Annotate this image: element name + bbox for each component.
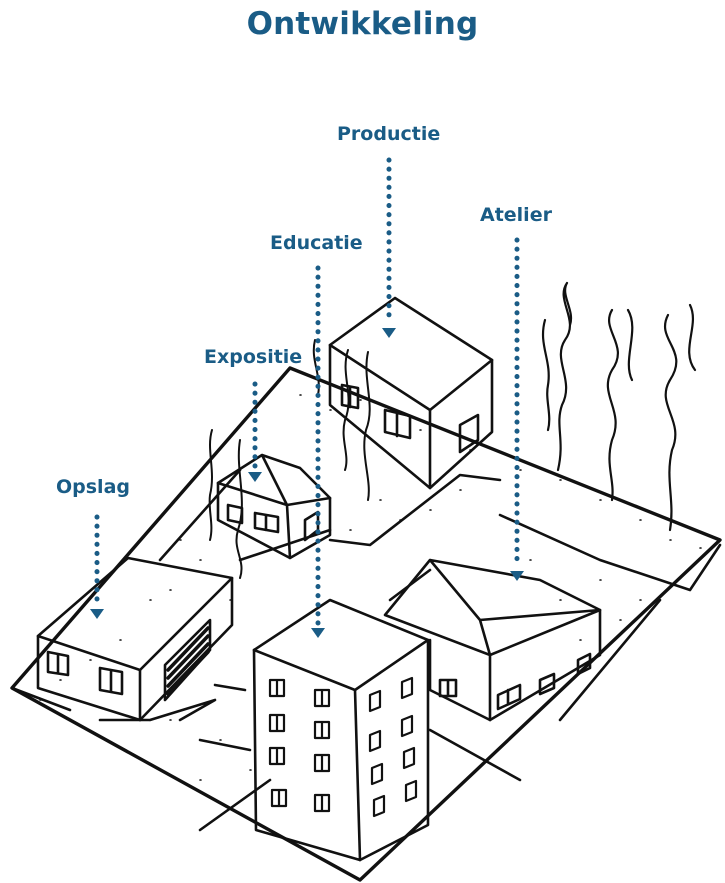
site-outline [10,366,722,882]
gravel-texture [39,394,702,781]
arrow-opslag [90,609,104,619]
expositie-building [216,453,332,560]
productie-building [328,296,494,490]
label-leaders [94,157,520,628]
label-opslag: Opslag [56,476,130,498]
label-expositie: Expositie [204,346,303,368]
label-educatie: Educatie [270,232,363,254]
arrow-expositie [248,472,262,482]
path-lines [10,468,722,832]
arrow-productie [382,328,396,338]
leader-arrowheads [90,328,524,638]
arrow-educatie [311,628,325,638]
page-title: Ontwikkeling [246,6,479,42]
label-atelier: Atelier [480,204,552,226]
arrow-atelier [510,571,524,581]
label-productie: Productie [337,123,441,145]
educatie-building [252,598,430,862]
tall-trees [541,281,697,532]
opslag-building [36,556,234,722]
atelier-building [383,558,602,722]
